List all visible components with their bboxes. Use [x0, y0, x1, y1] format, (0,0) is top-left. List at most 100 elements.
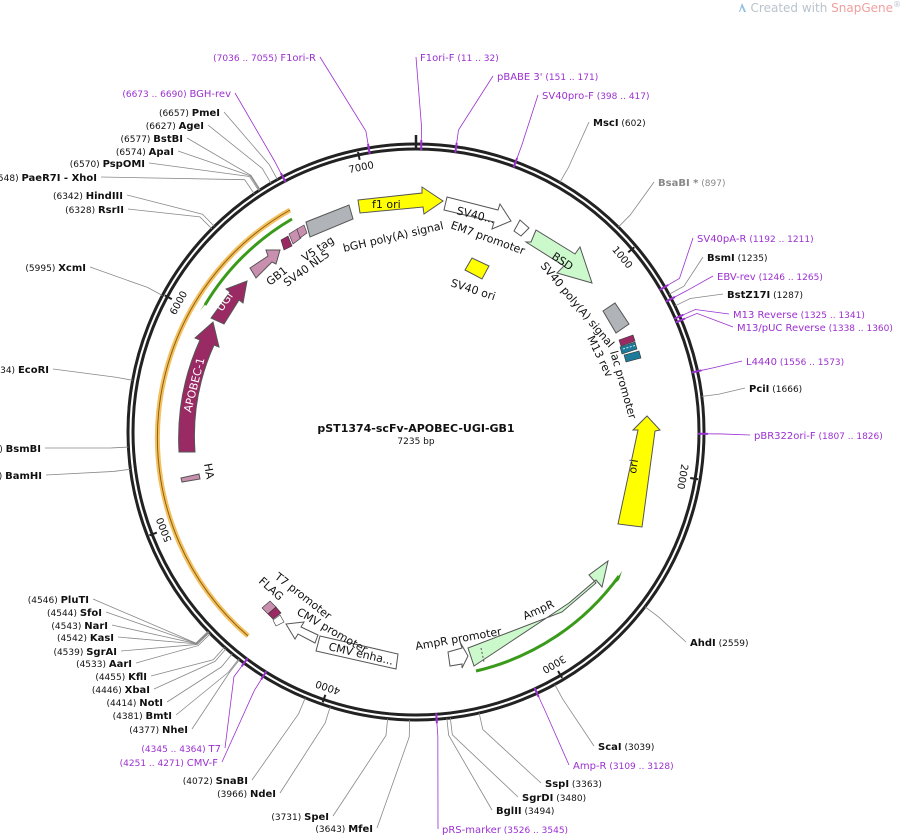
enzyme-site[interactable]: (4539) SgrAI [53, 632, 210, 658]
site-name: RsrII [98, 205, 124, 216]
primer-site[interactable]: SV40pA-R (1192 .. 1211) [659, 234, 814, 291]
leader-line [126, 194, 215, 227]
site-position: (5366) [0, 445, 6, 455]
primer-site[interactable]: (4251 .. 4271) CMV-F [120, 670, 268, 769]
primer-site[interactable]: EBV-rev (1246 .. 1265) [665, 272, 823, 303]
enzyme-site[interactable]: (5277) BamHI [0, 468, 131, 482]
site-position: (897) [698, 179, 725, 189]
leader-line [105, 611, 209, 644]
site-position: (151 .. 171) [543, 73, 599, 83]
leader-line [127, 208, 213, 230]
feature-bgh-polya-box[interactable] [305, 204, 354, 238]
primer-site[interactable]: (6673 .. 6690) BGH-rev [122, 89, 287, 183]
leader-line [332, 718, 389, 817]
enzyme-site[interactable]: MscI (602) [559, 118, 646, 183]
site-name: PaeR7I - XhoI [21, 173, 97, 184]
primer-site[interactable]: pBR322ori-F (1807 .. 1826) [697, 431, 883, 442]
leader-line [177, 150, 260, 191]
enzyme-site[interactable]: (6342) HindIII [53, 191, 215, 227]
feature-flag-t7-cluster[interactable] [261, 600, 285, 627]
primer-site[interactable]: (7036 .. 7055) F1ori-R [213, 53, 371, 154]
site-name: SgrDI [522, 793, 553, 804]
enzyme-site[interactable]: AhdI (2559) [644, 606, 749, 649]
enzyme-site[interactable]: (3643) MfeI [315, 719, 411, 835]
site-position: (5277) [0, 472, 5, 482]
leader-line [456, 75, 494, 145]
enzyme-site[interactable]: (4546) PluTI [28, 595, 209, 644]
enzyme-site[interactable]: (4455) KflI [95, 646, 225, 683]
feature-ampr-promoter-arrow[interactable] [447, 641, 469, 669]
enzyme-site[interactable]: (4533) AarI [76, 633, 211, 670]
feature-cmv-promoter-arrow[interactable] [285, 621, 319, 644]
enzyme-site[interactable]: (5366) BsmBI [0, 444, 129, 455]
enzyme-site[interactable]: (6577) BstBI [121, 134, 261, 190]
enzyme-site[interactable]: (6570) PspOMI [70, 159, 260, 191]
enzyme-site[interactable]: (3731) SpeI [271, 718, 389, 823]
enzyme-site[interactable]: (6328) RsrII [65, 205, 213, 230]
enzyme-site[interactable]: (6548) PaeR7I - XhoI [0, 173, 255, 194]
enzyme-site[interactable]: (6627) AgeI [146, 121, 272, 184]
leader-line [446, 718, 493, 811]
enzyme-site[interactable]: BsaBI * (897) [618, 178, 725, 228]
enzyme-site[interactable]: (4377) NheI [129, 659, 240, 736]
enzyme-site[interactable]: (3966) NdeI [217, 706, 331, 800]
primer-site[interactable]: SV40pro-F (398 .. 417) [512, 91, 650, 168]
enzyme-site[interactable]: BsmI (1235) [668, 253, 768, 295]
feature-m13-lac-cluster[interactable] [618, 334, 642, 363]
enzyme-site[interactable]: (4381) BmtI [113, 658, 240, 722]
site-name: BsmI [707, 253, 735, 264]
primer-site[interactable]: pBABE 3' (151 .. 171) [454, 72, 599, 153]
enzyme-label: BsaBI * (897) [658, 178, 725, 189]
feature-apobec[interactable]: APOBEC-1 [178, 321, 220, 453]
enzyme-label: (4377) NheI [129, 725, 188, 736]
primer-site[interactable]: pRS-marker (3526 .. 3545) [435, 713, 568, 836]
primer-site[interactable]: M13/pUC Reverse (1338 .. 1360) [675, 313, 893, 334]
site-name: SnaBI [216, 776, 248, 787]
primer-site[interactable]: M13 Reverse (1325 .. 1341) [673, 309, 865, 321]
enzyme-site[interactable]: (4072) SnaBI [183, 697, 306, 787]
site-position: (1246 .. 1265) [756, 273, 823, 283]
enzyme-site[interactable]: (4544) SfoI [47, 608, 209, 644]
site-name: F1ori-R [280, 53, 316, 64]
feature-sv40-ori[interactable]: SV40 ori [449, 257, 497, 303]
primer-site[interactable]: F1ori-F (11 .. 32) [415, 53, 499, 151]
feature-ha[interactable]: HA [180, 462, 217, 483]
enzyme-site[interactable]: (4542) KasI [57, 631, 210, 645]
enzyme-site[interactable]: (5995) XcmI [25, 263, 163, 296]
site-name: pRS-marker [442, 825, 502, 836]
enzyme-site[interactable]: (5634) EcoRI [0, 365, 133, 381]
leader-line [559, 121, 590, 183]
scale-tick-label: 3000 [540, 652, 568, 674]
site-position: (6577) [121, 135, 154, 145]
primer-mark [665, 296, 676, 303]
enzyme-site[interactable]: BglII (3494) [446, 718, 555, 817]
feature-sv40-promoter[interactable]: SV40... [443, 196, 512, 230]
scale-tick-mark [164, 294, 173, 301]
enzyme-site[interactable]: ScaI (3039) [554, 684, 655, 753]
feature-ori[interactable]: ori [617, 415, 661, 528]
enzyme-site[interactable]: BstZ17I (1287) [674, 290, 803, 307]
leader-line [699, 360, 743, 372]
enzyme-site[interactable]: SspI (3363) [478, 712, 602, 790]
site-name: ScaI [598, 742, 622, 753]
feature-nls-v5-cluster[interactable] [280, 224, 308, 251]
enzyme-site[interactable]: PciI (1666) [701, 384, 802, 397]
enzyme-site[interactable]: SgrDI (3480) [449, 717, 586, 804]
enzyme-site[interactable]: (4414) NotI [106, 653, 233, 709]
feature-sv40-polya-box[interactable] [602, 302, 630, 334]
leader-line [449, 717, 519, 798]
enzyme-site[interactable]: (4446) XbaI [92, 648, 227, 696]
primer-site[interactable]: (4345 .. 4364) T7 [141, 657, 249, 755]
primer-site[interactable]: Amp-R (3109 .. 3128) [533, 687, 674, 772]
primer-site[interactable]: L4440 (1556 .. 1573) [691, 357, 845, 374]
site-name: BamHI [5, 471, 42, 482]
enzyme-site[interactable]: (6574) ApaI [116, 147, 260, 191]
feature-em7-promoter-arrow[interactable] [513, 219, 530, 237]
leader-line [135, 633, 211, 664]
site-position: (6570) [70, 160, 103, 170]
feature-f1-ori[interactable]: f1 ori [357, 186, 444, 215]
enzyme-site[interactable]: (6657) PmeI [159, 108, 278, 180]
site-position: (1235) [735, 254, 768, 264]
site-name: KasI [90, 633, 114, 644]
